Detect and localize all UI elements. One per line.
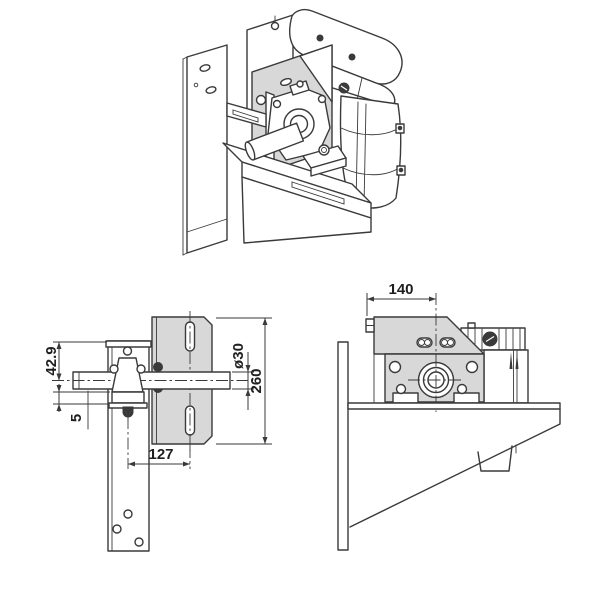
- dim-127: 127: [127, 417, 191, 469]
- dim-260-label: 260: [248, 368, 265, 393]
- side-gusset: [349, 408, 561, 528]
- iso-wall-hole: [199, 64, 211, 72]
- side-clamp-block: [453, 392, 480, 404]
- dim-arrow: [128, 461, 135, 467]
- dim-5: 5: [53, 384, 110, 422]
- iso-gusset: [241, 176, 372, 244]
- iso-arm-slot: [232, 109, 259, 123]
- iso-wall-plate-fold: [186, 218, 228, 233]
- dim-42-9-label: 42.9: [43, 346, 60, 375]
- side-housing-hole: [465, 360, 479, 374]
- iso-block-bolt: [318, 144, 330, 156]
- dim-arrow: [56, 342, 62, 349]
- iso-motor-head-top: [288, 8, 403, 85]
- side-view: 140: [337, 281, 561, 551]
- side-motor-top-tab: [467, 322, 476, 329]
- iso-motor-head-hole: [316, 34, 324, 42]
- iso-clamp-band: [342, 167, 400, 176]
- dim-arrow: [56, 385, 62, 392]
- dim-shaft-diameter: ø30: [230, 343, 254, 410]
- iso-clamp-band: [340, 127, 400, 136]
- dim-140-label: 140: [388, 281, 413, 298]
- side-slot-hole: [447, 339, 454, 346]
- side-clamp-block: [392, 392, 419, 404]
- iso-bearing-lug-bolt: [272, 99, 282, 109]
- side-housing-hole: [388, 360, 402, 374]
- iso-band-bolt-slot: [340, 85, 348, 91]
- dim-127-label: 127: [148, 446, 173, 463]
- iso-shelf-slot: [291, 181, 345, 205]
- front-grease-fitting: [122, 346, 133, 356]
- iso-clamp-bolt: [398, 167, 404, 173]
- dim-arrow: [56, 373, 62, 381]
- iso-cylinder-seam: [363, 103, 367, 208]
- iso-wall-hole: [205, 86, 217, 94]
- dim-5-label: 5: [68, 414, 85, 422]
- front-plate-hole: [123, 509, 133, 519]
- front-bearing-lug: [136, 364, 146, 374]
- side-knob-slot: [485, 335, 495, 343]
- iso-band-seam: [356, 77, 363, 101]
- iso-bracket-bolt-head: [270, 21, 280, 31]
- dim-arrow: [183, 461, 190, 467]
- iso-wall-plate: [186, 44, 228, 254]
- iso-bearing-lug-bolt: [317, 94, 327, 104]
- front-plate-hole: [134, 537, 144, 547]
- side-clamp-bolt: [395, 383, 407, 395]
- dim-arrow: [245, 389, 251, 396]
- dim-260: 260: [216, 317, 272, 445]
- front-bolt-head: [122, 406, 134, 418]
- side-rod-tip: [509, 352, 513, 369]
- iso-clamp-bolt: [397, 125, 403, 131]
- side-lower-tab: [477, 445, 513, 472]
- side-shelf: [347, 402, 561, 410]
- dim-arrow: [245, 365, 251, 372]
- dim-arrow: [367, 296, 374, 302]
- front-plate-hole: [112, 524, 122, 534]
- side-wall-plate: [337, 341, 349, 551]
- front-mount-bolt: [153, 362, 163, 372]
- iso-block-bolt-center: [321, 147, 327, 153]
- dim-arrow: [262, 318, 268, 325]
- iso-plate-gusset-ear: [299, 44, 333, 103]
- iso-wall-hole-small: [193, 82, 199, 88]
- iso-wall-plate-edge: [182, 56, 188, 60]
- side-clamp-bolt: [456, 383, 468, 395]
- dim-o30-label: ø30: [230, 343, 247, 369]
- side-rod-tip: [515, 352, 519, 369]
- isometric-view: [182, 8, 406, 256]
- dim-arrow: [56, 404, 62, 411]
- front-view: 42.9 5 127 ø30: [43, 311, 272, 552]
- dim-arrow: [429, 296, 436, 302]
- iso-shaft-end: [244, 141, 256, 161]
- dim-42-9: 42.9: [43, 341, 107, 381]
- front-wall-plate-cap: [105, 340, 152, 348]
- dim-140: 140: [366, 281, 436, 316]
- iso-plate-hole: [255, 94, 267, 106]
- iso-plate-slot-hole: [280, 77, 292, 87]
- iso-wall-plate-edge: [182, 252, 188, 256]
- dim-arrow: [262, 437, 268, 444]
- iso-motor-head-hole: [348, 53, 356, 61]
- iso-grease-fitting: [296, 80, 304, 88]
- front-bearing-base: [111, 391, 145, 404]
- side-slot-hole: [424, 339, 431, 346]
- front-bearing-lug: [109, 364, 119, 374]
- iso-bolt-block-front: [310, 157, 347, 177]
- side-motor-body: [483, 349, 529, 404]
